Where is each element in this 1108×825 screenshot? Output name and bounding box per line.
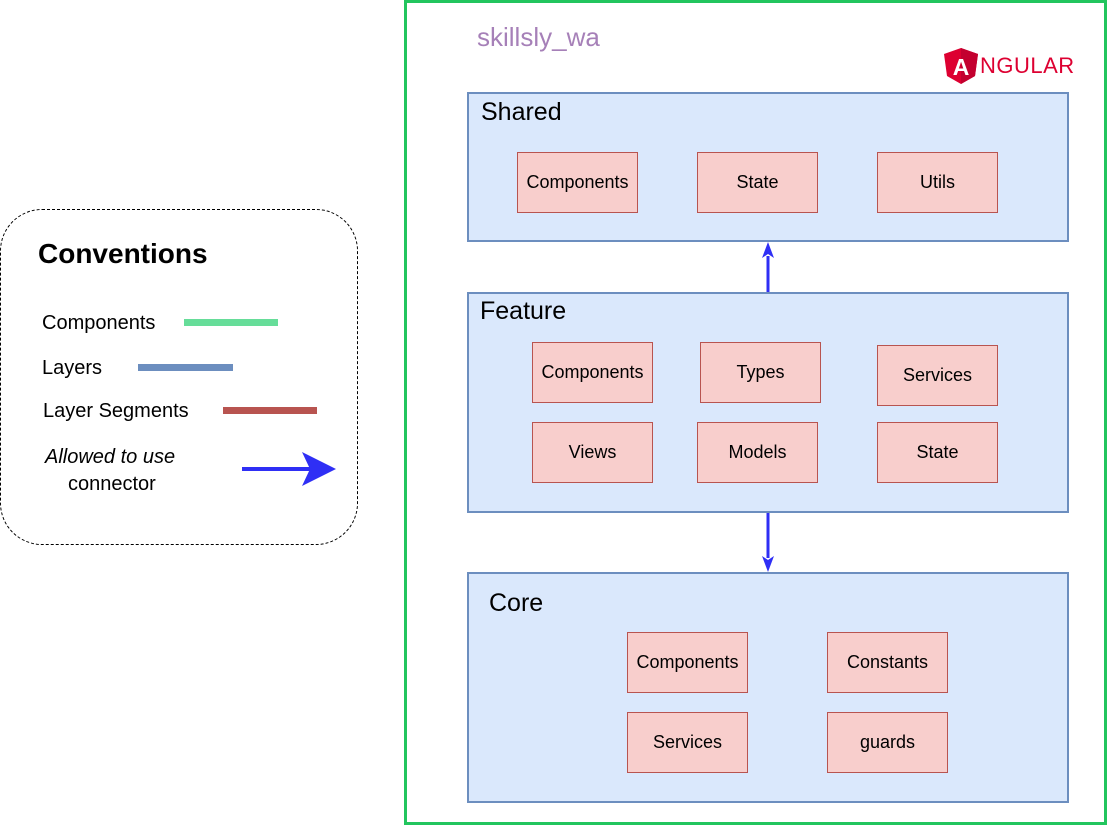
feature-segment-state: State	[877, 422, 998, 483]
legend-connector-label-italic: Allowed to use	[45, 446, 176, 468]
legend-components-label: Components	[42, 312, 156, 334]
core-segment-constants: Constants	[827, 632, 948, 693]
layer-feature-title: Feature	[480, 297, 567, 325]
shared-segment-utils: Utils	[877, 152, 998, 213]
angular-logo-letter: A	[953, 54, 970, 80]
legend-components-line	[184, 319, 278, 326]
layer-core	[467, 572, 1069, 803]
legend-title: Conventions	[38, 238, 208, 269]
shared-segment-state: State	[697, 152, 818, 213]
feature-segment-components: Components	[532, 342, 653, 403]
core-segment-components: Components	[627, 632, 748, 693]
shared-segment-components: Components	[517, 152, 638, 213]
core-segment-services: Services	[627, 712, 748, 773]
layer-shared-title: Shared	[481, 98, 562, 126]
legend-layers-line	[138, 364, 233, 371]
legend-connector-label: connector	[68, 473, 156, 495]
core-segment-guards: guards	[827, 712, 948, 773]
app-name: skillsly_wa	[477, 22, 600, 52]
angular-logo: A NGULAR	[944, 48, 1075, 84]
legend-segments-label: Layer Segments	[43, 400, 189, 422]
angular-logo-text: NGULAR	[980, 53, 1075, 78]
layer-core-title: Core	[489, 589, 544, 617]
legend-layers-label: Layers	[42, 357, 103, 379]
angular-shield-icon: A	[944, 48, 978, 84]
feature-segment-types: Types	[700, 342, 821, 403]
feature-segment-views: Views	[532, 422, 653, 483]
feature-segment-services: Services	[877, 345, 998, 406]
legend-segments-line	[223, 407, 317, 414]
feature-segment-models: Models	[697, 422, 818, 483]
app-container	[404, 0, 1107, 825]
conventions-legend	[0, 209, 358, 545]
